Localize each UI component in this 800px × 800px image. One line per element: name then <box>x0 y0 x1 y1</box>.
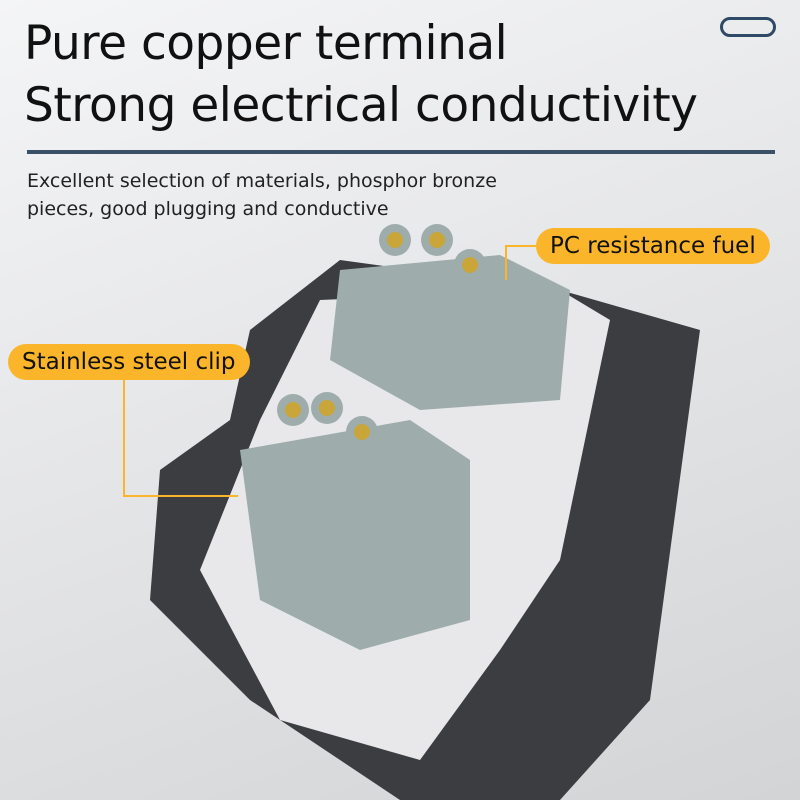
terminal-block-upper <box>330 224 570 410</box>
heading-line-1: Pure copper terminal <box>24 16 508 71</box>
callout-line-clip <box>123 376 238 497</box>
description-line-1: Excellent selection of materials, phosph… <box>27 170 497 192</box>
callout-pc-resistance: PC resistance fuel <box>536 228 770 264</box>
heading-line-2: Strong electrical conductivity <box>24 78 698 133</box>
callout-stainless-clip: Stainless steel clip <box>8 344 250 380</box>
terminal-block-lower <box>240 392 470 650</box>
pill-decoration <box>720 17 776 37</box>
callout-line-pc <box>505 245 540 280</box>
description-line-2: pieces, good plugging and conductive <box>27 198 389 220</box>
divider <box>27 150 775 154</box>
